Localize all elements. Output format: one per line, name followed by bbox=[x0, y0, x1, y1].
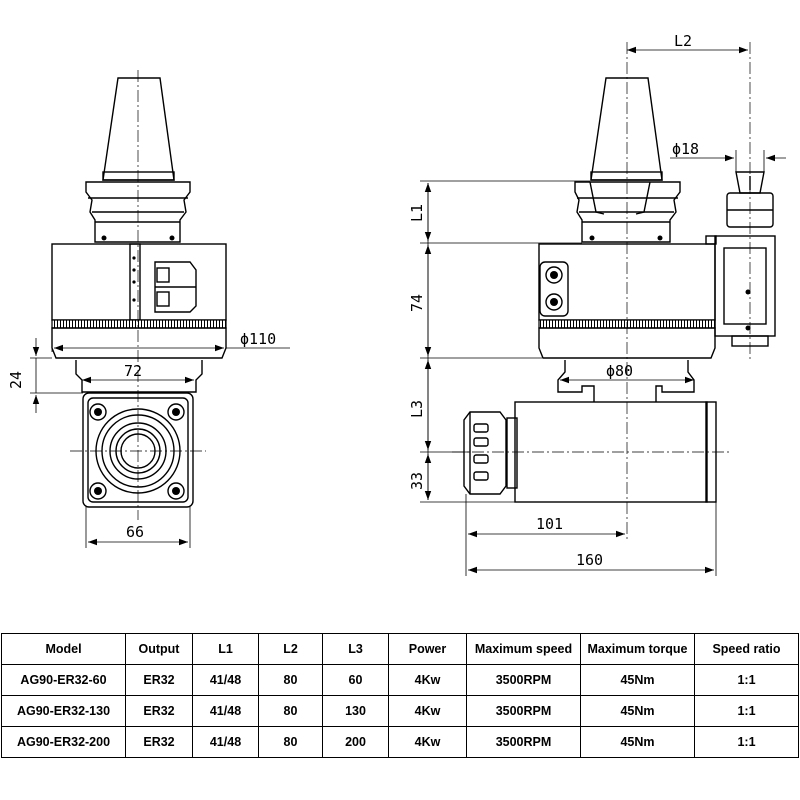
cell-output: ER32 bbox=[125, 664, 193, 696]
front-flange bbox=[85, 181, 191, 243]
header-l2: L2 bbox=[258, 633, 323, 665]
cell-l3: 60 bbox=[322, 664, 389, 696]
cell-max-torque: 45Nm bbox=[580, 664, 695, 696]
dim-33-label: 33 bbox=[408, 472, 426, 490]
dim-160-label: 160 bbox=[576, 551, 603, 569]
cell-max-torque: 45Nm bbox=[580, 695, 695, 727]
front-view: ϕ110 72 24 66 bbox=[7, 70, 290, 548]
cell-output: ER32 bbox=[125, 695, 193, 727]
table-row: AG90-ER32-130 ER32 41/48 80 130 4Kw 3500… bbox=[1, 695, 799, 727]
header-l3: L3 bbox=[322, 633, 389, 665]
side-taper-shank bbox=[590, 77, 663, 181]
cell-l2: 80 bbox=[258, 695, 323, 727]
dim-phi110-label: ϕ110 bbox=[240, 330, 276, 348]
cell-max-torque: 45Nm bbox=[580, 726, 695, 758]
cell-l2: 80 bbox=[258, 664, 323, 696]
dim-phi18-label: ϕ18 bbox=[672, 140, 699, 158]
cell-model: AG90-ER32-200 bbox=[1, 726, 126, 758]
dim-24-label: 24 bbox=[7, 371, 25, 389]
side-view: L2 ϕ18 L1 74 L3 33 ϕ80 101 160 bbox=[408, 32, 786, 576]
table-row: AG90-ER32-60 ER32 41/48 80 60 4Kw 3500RP… bbox=[1, 664, 799, 696]
cell-l2: 80 bbox=[258, 726, 323, 758]
dim-101-label: 101 bbox=[536, 515, 563, 533]
cell-output: ER32 bbox=[125, 726, 193, 758]
cell-power: 4Kw bbox=[388, 695, 467, 727]
dim-74-label: 74 bbox=[408, 294, 426, 312]
dim-l3-label: L3 bbox=[408, 400, 426, 418]
front-housing bbox=[51, 243, 227, 321]
header-speed-ratio: Speed ratio bbox=[694, 633, 799, 665]
dim-72-label: 72 bbox=[124, 362, 142, 380]
cell-model: AG90-ER32-60 bbox=[1, 664, 126, 696]
dim-l1-label: L1 bbox=[408, 204, 426, 222]
dim-phi80-label: ϕ80 bbox=[606, 362, 633, 380]
table-row: AG90-ER32-200 ER32 41/48 80 200 4Kw 3500… bbox=[1, 726, 799, 758]
header-max-torque: Maximum torque bbox=[580, 633, 695, 665]
header-power: Power bbox=[388, 633, 467, 665]
technical-drawing: ϕ110 72 24 66 bbox=[7, 32, 786, 576]
cell-power: 4Kw bbox=[388, 726, 467, 758]
cell-speed-ratio: 1:1 bbox=[694, 726, 799, 758]
dim-l2-label: L2 bbox=[674, 32, 692, 50]
header-l1: L1 bbox=[192, 633, 259, 665]
cell-max-speed: 3500RPM bbox=[466, 664, 581, 696]
header-max-speed: Maximum speed bbox=[466, 633, 581, 665]
side-flange bbox=[574, 181, 681, 243]
header-model: Model bbox=[1, 633, 126, 665]
front-taper-shank bbox=[102, 77, 175, 181]
cell-power: 4Kw bbox=[388, 664, 467, 696]
cell-l3: 130 bbox=[322, 695, 389, 727]
cell-l1: 41/48 bbox=[192, 726, 259, 758]
cell-speed-ratio: 1:1 bbox=[694, 695, 799, 727]
cell-max-speed: 3500RPM bbox=[466, 726, 581, 758]
cell-speed-ratio: 1:1 bbox=[694, 664, 799, 696]
cell-l3: 200 bbox=[322, 726, 389, 758]
cell-l1: 41/48 bbox=[192, 695, 259, 727]
spec-table: Model Output L1 L2 L3 Power Maximum spee… bbox=[1, 633, 799, 758]
cell-l1: 41/48 bbox=[192, 664, 259, 696]
cell-max-speed: 3500RPM bbox=[466, 695, 581, 727]
table-header-row: Model Output L1 L2 L3 Power Maximum spee… bbox=[1, 633, 799, 665]
side-collet-nut bbox=[463, 411, 507, 495]
cell-model: AG90-ER32-130 bbox=[1, 695, 126, 727]
front-knurl-ring bbox=[51, 319, 227, 329]
dim-66-label: 66 bbox=[126, 523, 144, 541]
header-output: Output bbox=[125, 633, 193, 665]
